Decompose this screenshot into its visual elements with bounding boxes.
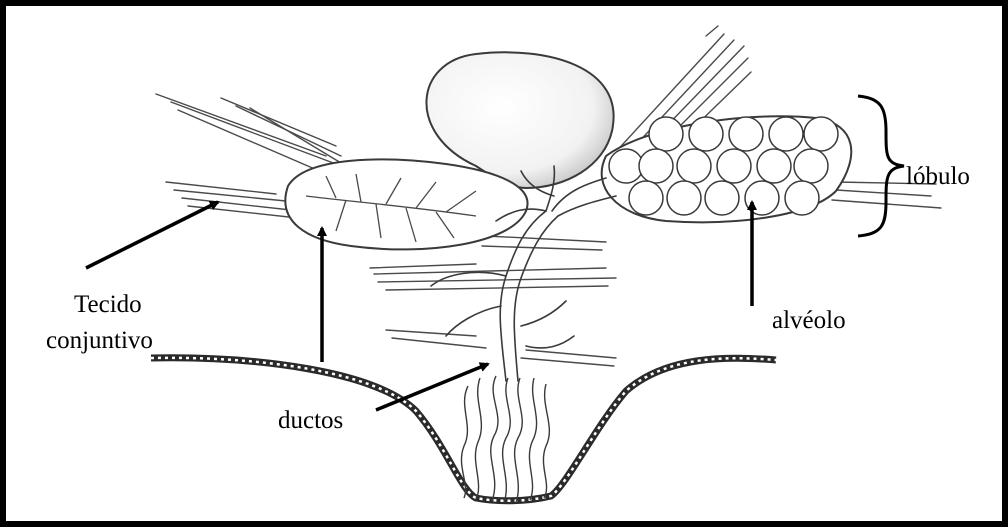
alveolus <box>785 181 819 215</box>
label-conjuntivo: conjuntivo <box>46 328 153 353</box>
label-ductos: ductos <box>278 408 343 433</box>
nipple-contour <box>151 358 776 501</box>
label-tecido: Tecido <box>74 292 142 317</box>
lactiferous-ducts <box>461 376 549 503</box>
arrow-ductos <box>376 364 488 410</box>
alveolus <box>649 117 683 151</box>
mammary-gland-illustration <box>6 6 1002 521</box>
alveolus <box>629 181 663 215</box>
alveoli-group <box>609 117 838 215</box>
alveolus <box>677 149 711 183</box>
alveolus <box>717 149 751 183</box>
alveolus <box>804 117 838 151</box>
alveolus <box>745 181 779 215</box>
alveolus <box>769 117 803 151</box>
alveolus <box>757 149 791 183</box>
alveolus <box>667 181 701 215</box>
lobule-brace <box>858 96 904 236</box>
label-alveolo: alvéolo <box>772 308 846 333</box>
alveolus <box>705 181 739 215</box>
alveolus <box>639 149 673 183</box>
alveolus <box>609 149 643 183</box>
alveolus <box>794 149 828 183</box>
alveolus <box>729 117 763 151</box>
arrow-tecido <box>86 202 218 268</box>
alveolus <box>689 117 723 151</box>
label-lobulo: lóbulo <box>906 164 970 189</box>
right-lobule <box>602 116 852 222</box>
